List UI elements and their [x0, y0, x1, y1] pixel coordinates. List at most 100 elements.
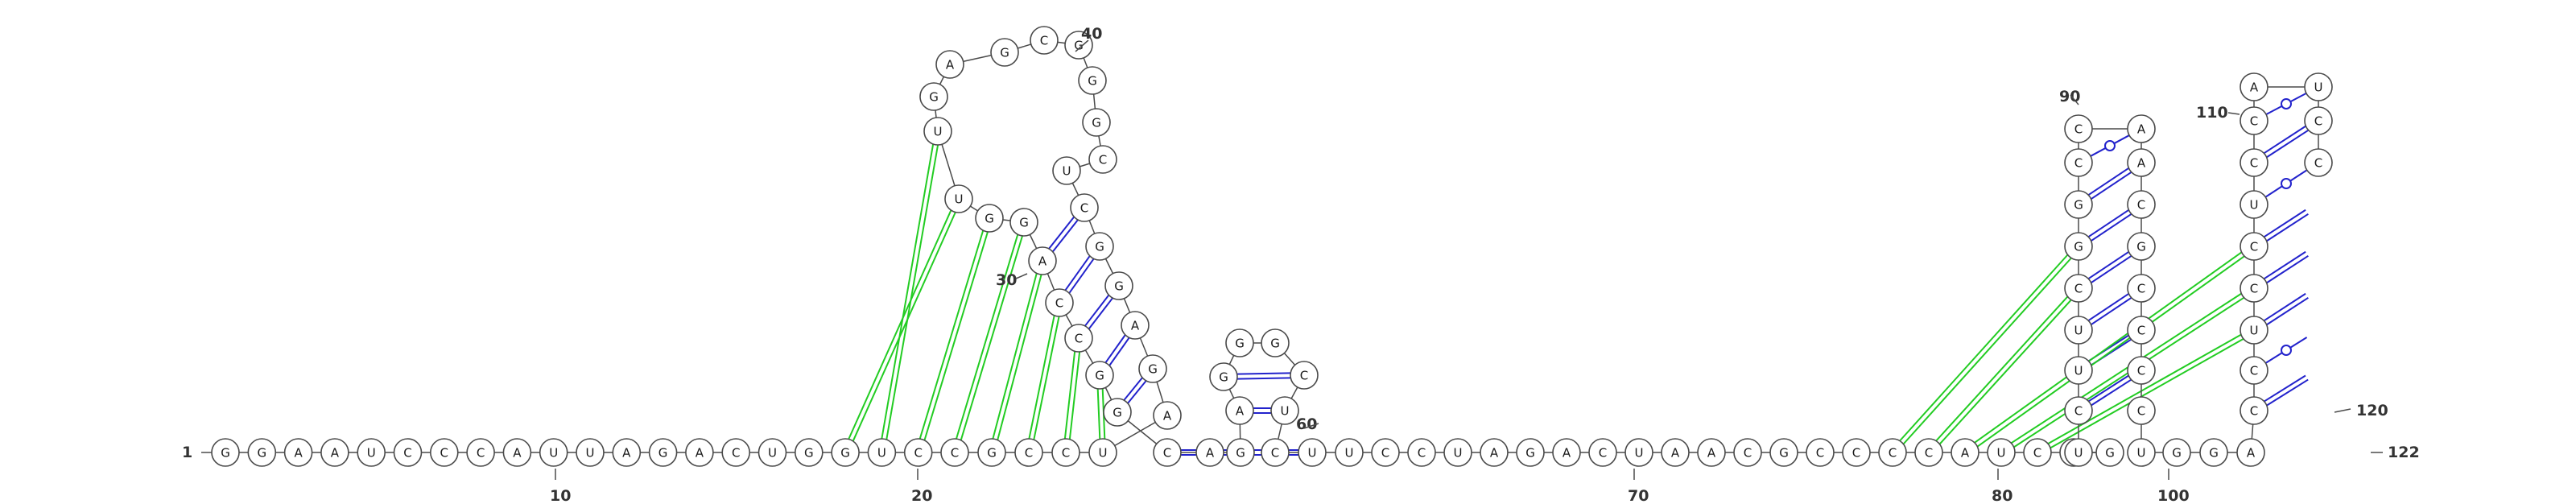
nucleotide: G — [1104, 271, 1133, 300]
nucleotide: C — [1842, 438, 1871, 467]
canonical-pair — [2266, 296, 2309, 326]
nucleotide: C — [429, 438, 459, 467]
nucleotide-letter: A — [1671, 446, 1680, 461]
nucleotide-ring — [1153, 438, 1182, 467]
nucleotide: A — [1951, 438, 1979, 467]
nucleotide: A — [1121, 311, 1150, 340]
nucleotide: C — [1806, 438, 1835, 467]
nucleotide: C — [1088, 145, 1117, 174]
nucleotide: G — [1009, 208, 1038, 237]
nucleotide-letter: G — [1092, 116, 1101, 130]
nucleotide-letter: U — [1063, 164, 1071, 179]
nucleotide-ring — [2240, 396, 2268, 425]
canonical-pair — [1052, 219, 1079, 253]
nucleotide-letter: C — [2137, 198, 2145, 213]
nucleotide: C — [2127, 274, 2156, 303]
nucleotide-ring — [1226, 438, 1255, 467]
pseudoknot-pair — [1096, 389, 1101, 440]
label-100: 100 — [2157, 487, 2190, 504]
nucleotide-ring — [1298, 438, 1327, 467]
nucleotide-ring — [576, 438, 605, 467]
pseudoknot-pair — [852, 212, 956, 442]
nucleotide: C — [2240, 396, 2268, 425]
nucleotide-ring — [2023, 438, 2052, 467]
nucleotide-ring — [648, 438, 678, 467]
nucleotide-letter: U — [1345, 446, 1354, 461]
nucleotide: G — [975, 204, 1004, 233]
nucleotide: C — [1051, 438, 1080, 467]
nucleotide-letter: A — [331, 446, 340, 461]
canonical-pair — [2266, 213, 2309, 242]
nucleotide: U — [1987, 438, 2016, 467]
nucleotide-letter: C — [1271, 446, 1279, 461]
nucleotide-letter: G — [1088, 74, 1097, 89]
label-80: 80 — [1992, 487, 2013, 504]
nucleotide-ring — [794, 438, 824, 467]
nucleotide-letter: C — [1062, 446, 1070, 461]
nucleotide-letter: C — [2137, 404, 2145, 419]
nucleotide-ring — [2304, 106, 2333, 135]
nucleotide: C — [2064, 274, 2093, 303]
nucleotide-ring — [247, 438, 277, 467]
nucleotide-ring — [990, 38, 1019, 67]
nucleotide-letter: G — [804, 446, 814, 461]
nucleotide-letter: A — [1961, 446, 1970, 461]
nucleotide-letter: A — [1038, 254, 1047, 269]
nucleotide: G — [1078, 66, 1107, 95]
nucleotide: G — [1516, 438, 1545, 467]
canonical-pair — [2087, 167, 2129, 196]
nucleotide-ring — [612, 438, 642, 467]
nucleotide-letter: G — [1148, 362, 1158, 377]
nucleotide-ring — [2240, 106, 2268, 135]
nucleotide-ring — [1052, 156, 1081, 185]
nucleotide-ring — [1697, 438, 1726, 467]
nucleotide-letter: U — [2250, 198, 2259, 213]
nucleotide: U — [758, 438, 787, 467]
nucleotide-ring — [2095, 438, 2124, 467]
nucleotide-letter: U — [955, 192, 964, 207]
nucleotide: A — [1552, 438, 1581, 467]
nucleotide-ring — [2127, 232, 2156, 261]
nucleotide-letter: A — [1563, 446, 1571, 461]
nucleotide: G — [1225, 328, 1254, 357]
nucleotide-letter: C — [1852, 446, 1860, 461]
nucleotide-ring — [1951, 438, 1979, 467]
nucleotide-ring — [1209, 362, 1238, 391]
nucleotide-letter: U — [1308, 446, 1317, 461]
nucleotide-letter: G — [221, 446, 230, 461]
pseudoknot-pair — [923, 231, 989, 440]
nucleotide: G — [1138, 354, 1167, 383]
nucleotide-letter: C — [2314, 114, 2322, 129]
label-connector — [1075, 39, 1089, 52]
nucleotide: C — [2064, 114, 2093, 143]
nucleotide: A — [1225, 396, 1254, 425]
label-60: 60 — [1296, 415, 1317, 433]
nucleotide: A — [1697, 438, 1726, 467]
nucleotide: A — [502, 438, 532, 467]
nucleotide-letter: U — [2074, 364, 2083, 378]
nucleotide-letter: C — [732, 446, 740, 461]
nucleotide-ring — [1407, 438, 1436, 467]
nucleotide-ring — [2064, 274, 2093, 303]
canonical-pair — [1127, 380, 1147, 404]
nucleotide-letter: G — [658, 446, 668, 461]
nucleotide-letter: C — [1080, 201, 1088, 216]
nucleotide: C — [1153, 438, 1182, 467]
canonical-pair — [1236, 372, 1290, 375]
nucleotide-ring — [1261, 328, 1290, 357]
nucleotide-ring — [2304, 148, 2333, 177]
nucleotide-letter: A — [513, 446, 522, 461]
nucleotide-ring — [919, 82, 948, 111]
nucleotide-ring — [2236, 438, 2265, 467]
nucleotide-letter: A — [2247, 446, 2256, 461]
nucleotide-ring — [1104, 271, 1133, 300]
nucleotide-ring — [1225, 328, 1254, 357]
nucleotide: G — [2064, 190, 2093, 219]
nucleotide: U — [1270, 396, 1299, 425]
nucleotide-ring — [1335, 438, 1364, 467]
nucleotide-ring — [2064, 190, 2093, 219]
nucleotide-ring — [1195, 438, 1224, 467]
nucleotide: C — [1588, 438, 1617, 467]
nucleotide-ring — [2199, 438, 2228, 467]
nucleotide-ring — [721, 438, 751, 467]
